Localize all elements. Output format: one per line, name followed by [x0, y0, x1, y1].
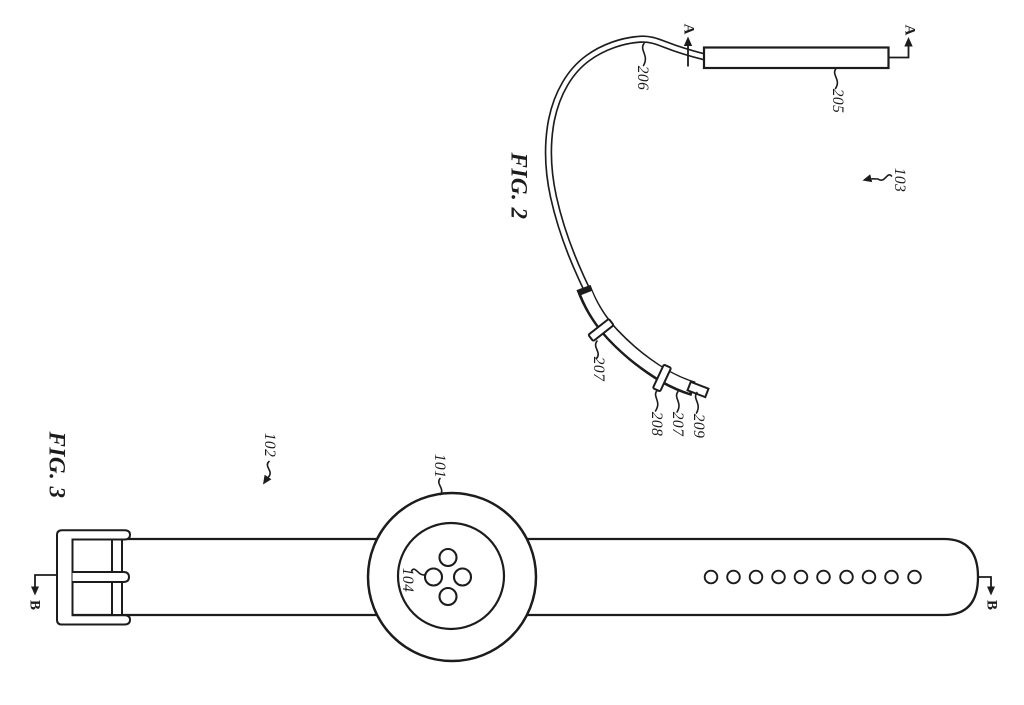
fig2-ref-207-lower: 207: [668, 411, 686, 437]
fig3-section-line-b-left: [31, 574, 56, 596]
fig2-section-line-a-right: [889, 37, 913, 59]
buckle-frame: [56, 529, 132, 626]
fig3-section-marker-b-right: B: [983, 599, 1000, 611]
fig3-title: FIG. 3: [44, 431, 70, 499]
fig2-ref-209: 209: [689, 413, 707, 439]
fig3-section-line-b-right: [978, 576, 995, 596]
leader-101: [438, 477, 443, 496]
fig3-ref-104: 104: [398, 567, 416, 593]
fig3-ref-101: 101: [430, 453, 448, 479]
leader-104: [410, 568, 427, 576]
leader-102-arrowhead: [263, 474, 272, 485]
fig2-section-marker-a-right: A: [901, 24, 918, 36]
leader-102: [265, 460, 271, 480]
leader-206: [641, 42, 647, 67]
fig3-drawing: [31, 460, 995, 663]
fig2-cable: [544, 35, 706, 294]
fig2-ref-206: 206: [633, 65, 651, 91]
fig2-ref-205: 205: [828, 88, 846, 114]
fig2-drawing: [544, 35, 913, 414]
fig2-ridge-upper: [587, 318, 615, 342]
fig3-watch-body: [366, 491, 538, 663]
leader-207-lower: [675, 390, 680, 413]
leader-205: [833, 67, 839, 90]
fig2-ridge-lower: [652, 364, 672, 392]
fig2-band-section: [576, 284, 696, 397]
fig2-ref-103: 103: [890, 167, 908, 193]
fig2-title: FIG. 2: [506, 152, 532, 220]
fig2-module-outline: [702, 46, 890, 70]
fig3-buckle: [56, 529, 132, 626]
leader-103: [871, 174, 893, 181]
leader-207-upper: [594, 340, 599, 360]
fig2-ref-208: 208: [647, 411, 665, 437]
fig2-section-marker-a-left: A: [680, 23, 697, 35]
leader-209: [694, 391, 699, 414]
fig3-band-holes: [703, 569, 922, 585]
fig2-leader-lines: [594, 42, 893, 414]
fig2-section-line-a-left: [683, 36, 693, 67]
fig3-section-marker-b-left: B: [26, 599, 43, 611]
fig3-sensor-ports: [423, 547, 473, 607]
leader-208: [654, 389, 659, 412]
fig2-ref-207-upper: 207: [589, 356, 607, 382]
leader-103-arrowhead: [862, 174, 873, 183]
buckle-prong: [72, 571, 131, 583]
fig3-ref-102: 102: [260, 432, 278, 458]
